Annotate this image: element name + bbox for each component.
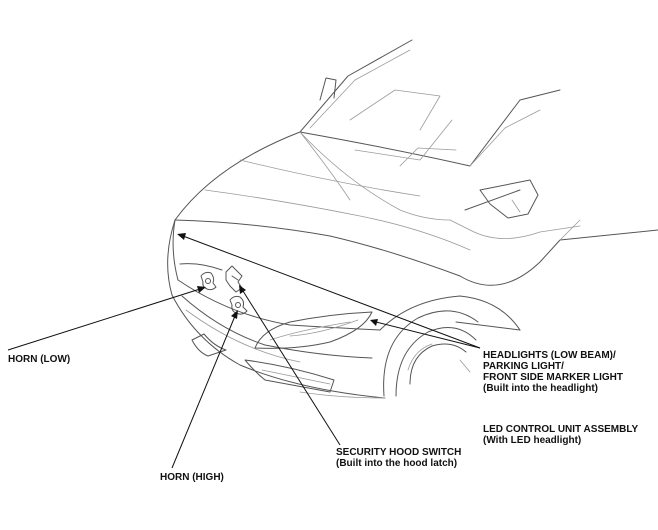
security-hood-switch-line2: (Built into the hood latch) <box>336 458 458 469</box>
front-wheel <box>383 310 479 397</box>
headlights-line1: HEADLIGHTS (LOW BEAM)/ <box>483 350 616 361</box>
headlights-label: HEADLIGHTS (LOW BEAM)/ PARKING LIGHT/ FR… <box>483 350 623 394</box>
leader-horn-low <box>7 286 206 351</box>
horn-high-icon <box>229 295 248 315</box>
fender-outline <box>379 189 658 331</box>
leader-headlights <box>177 233 481 349</box>
leader-horn-high <box>171 310 238 469</box>
side-mirror <box>319 77 539 219</box>
horn-high-text: HORN (HIGH) <box>160 472 224 483</box>
headlight-outline <box>254 311 373 349</box>
horn-low-text: HORN (LOW) <box>8 354 71 365</box>
leader-security-hood-switch <box>239 285 341 446</box>
led-control-unit-line2: (With LED headlight) <box>483 435 582 446</box>
security-hood-switch-line1: SECURITY HOOD SWITCH <box>336 447 462 458</box>
horn-high-label: HORN (HIGH) <box>160 472 224 483</box>
front-bumper <box>167 219 386 399</box>
hood-outline <box>174 131 471 277</box>
led-control-unit-label: LED CONTROL UNIT ASSEMBLY (With LED head… <box>483 424 638 446</box>
horn-low-label: HORN (LOW) <box>8 354 70 365</box>
headlights-line2: PARKING LIGHT/ <box>483 361 564 372</box>
headlights-line4: (Built into the headlight) <box>483 383 598 394</box>
security-hood-switch-label: SECURITY HOOD SWITCH (Built into the hoo… <box>336 447 461 469</box>
windshield-outline <box>299 39 561 201</box>
led-control-unit-line1: LED CONTROL UNIT ASSEMBLY <box>483 424 639 435</box>
headlights-line3: FRONT SIDE MARKER LIGHT <box>483 372 623 383</box>
